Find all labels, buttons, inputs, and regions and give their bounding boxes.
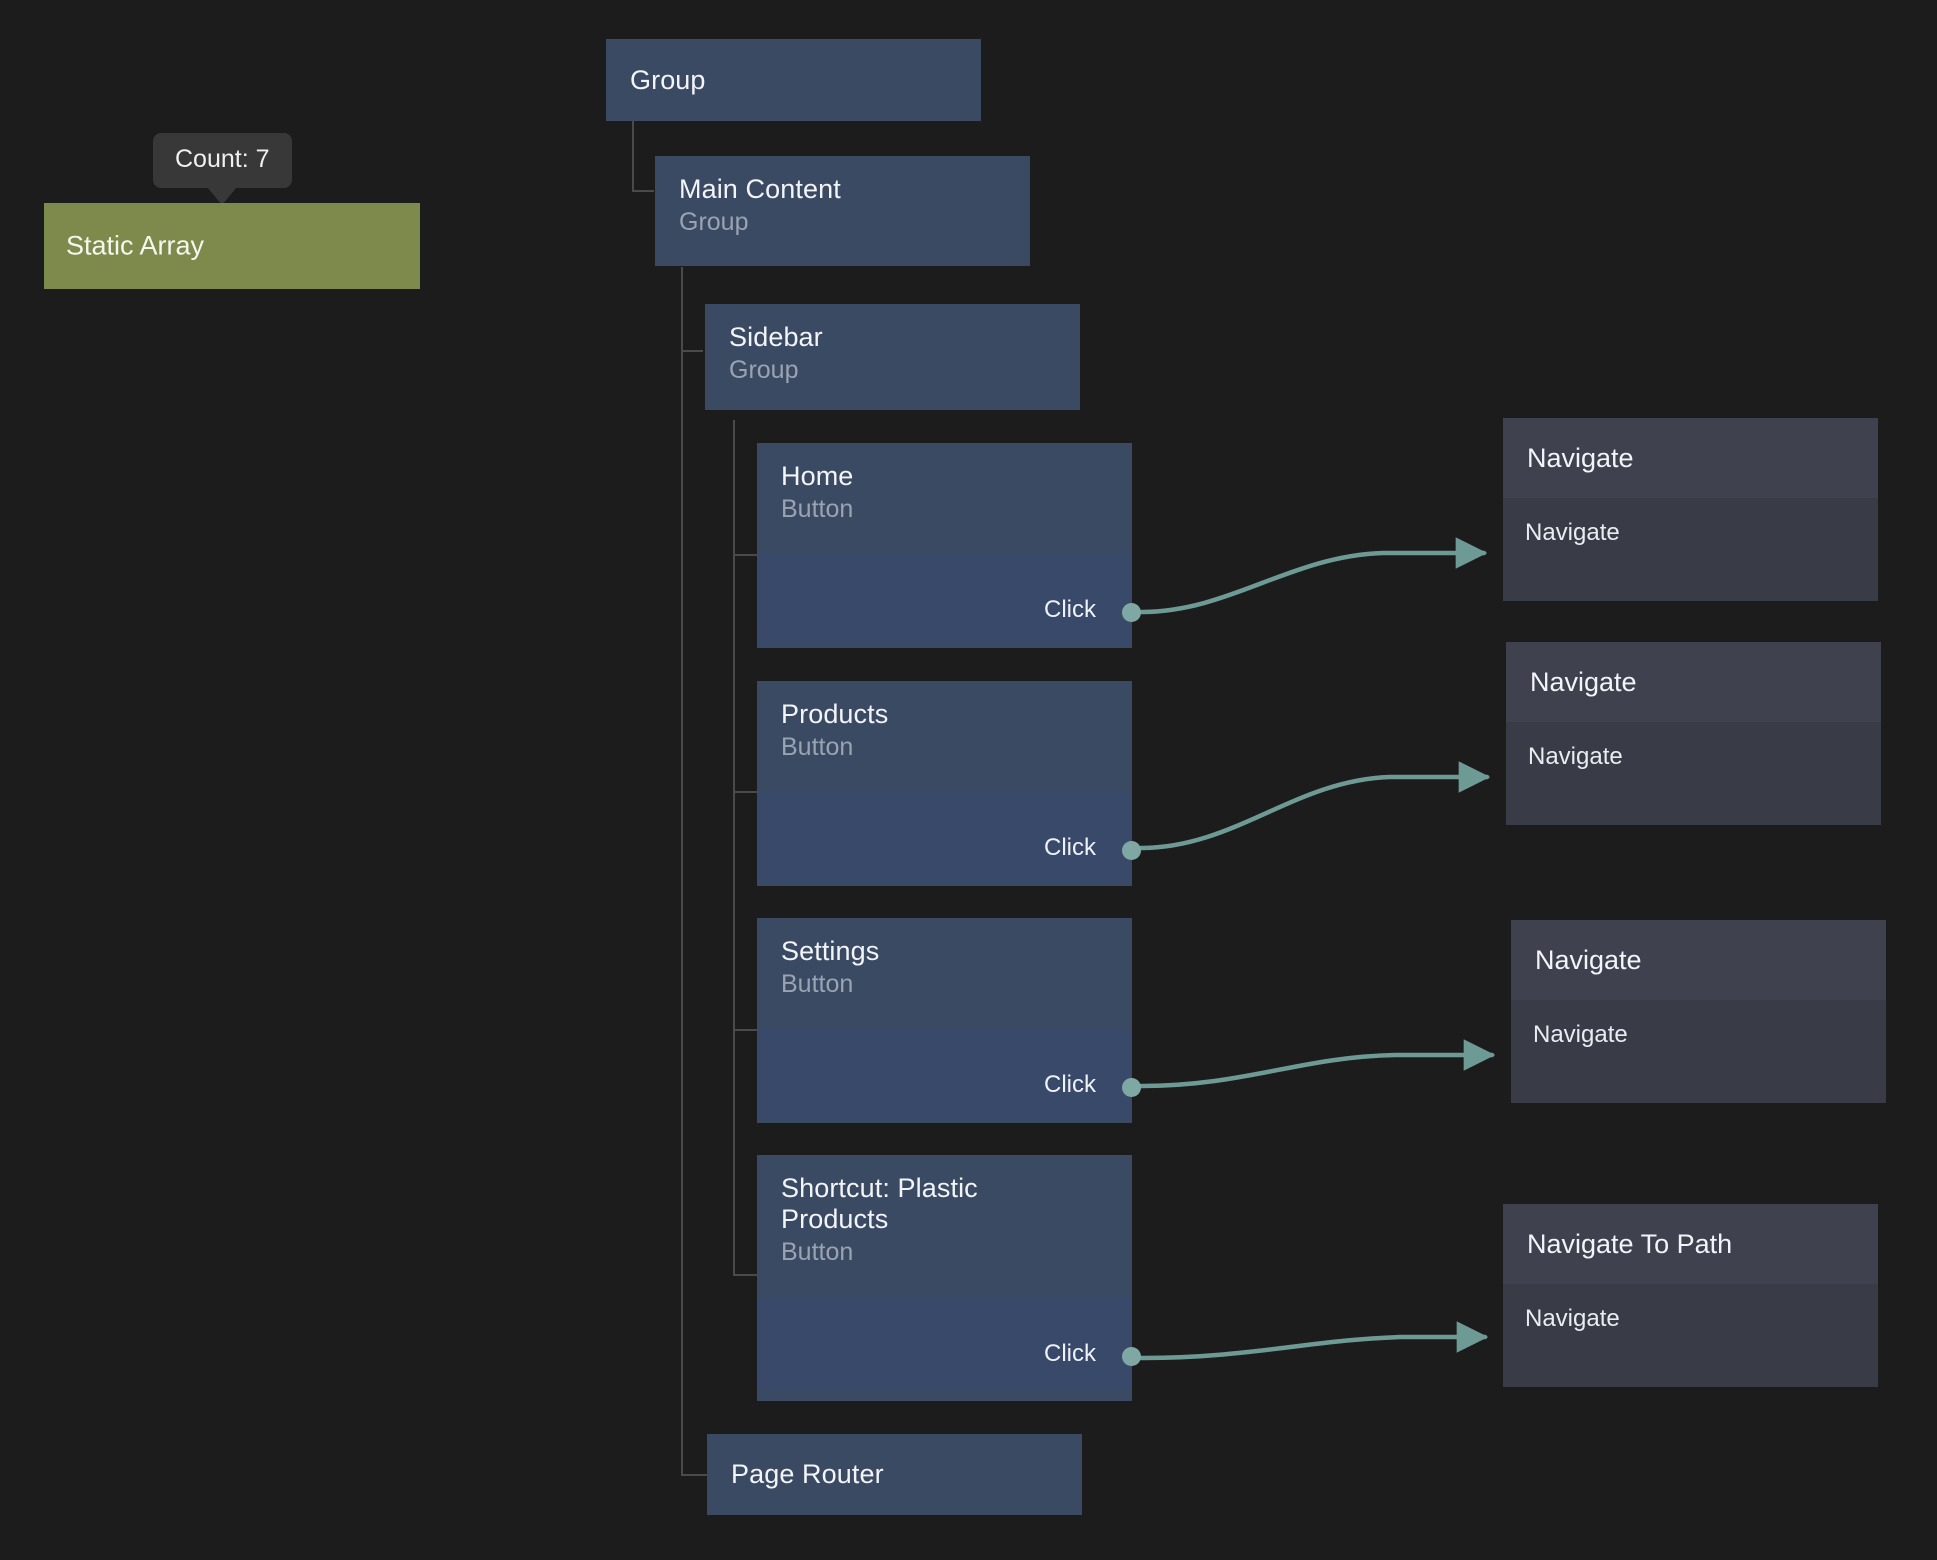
action-node-navigate-0-body: Navigate [1503,498,1878,601]
node-home-subtitle: Button [781,494,854,523]
node-page-router-title: Page Router [731,1459,884,1490]
node-main-content-subtitle: Group [679,207,749,236]
tooltip-text: Count: 7 [175,145,270,173]
node-settings[interactable]: Settings Button Click [757,918,1141,1123]
action-node-navigate-0-input-label: Navigate [1525,519,1620,546]
tree-line-home-horizontal [733,554,758,556]
edge-settings-to-navigate [1138,1039,1496,1089]
tree-line-shortcut-horizontal [733,1274,758,1276]
tree-line-router-horizontal [681,1474,708,1476]
action-node-navigate-2[interactable]: Navigate Navigate [1511,920,1886,1103]
edge-shortcut-to-navigate [1138,1321,1489,1361]
action-node-navigate-1[interactable]: Navigate Navigate [1506,642,1881,825]
node-shortcut-ports: Click [757,1297,1141,1390]
node-static-array[interactable]: Static Array [44,203,420,289]
node-products[interactable]: Products Button Click [757,681,1141,886]
tree-line-group-vertical [632,120,634,192]
action-node-navigate-1-header: Navigate [1506,642,1881,722]
edge-products-to-navigate [1138,761,1491,851]
node-group-title: Group [630,64,706,95]
node-products-header: Products Button [757,681,1132,778]
node-home-header: Home Button [757,443,1132,540]
node-products-port-click-dot[interactable] [1122,841,1141,861]
action-node-navigate-2-input-label: Navigate [1533,1021,1628,1048]
action-node-navigate-to-path[interactable]: Navigate To Path Navigate [1503,1204,1878,1387]
node-settings-subtitle: Button [781,969,854,998]
node-shortcut-title: Shortcut: Plastic Products [781,1173,978,1234]
tree-line-group-horizontal [632,190,654,192]
action-node-navigate-to-path-input-label: Navigate [1525,1305,1620,1332]
action-node-navigate-to-path-title: Navigate To Path [1527,1228,1733,1259]
node-home-port-click[interactable]: Click [757,554,1141,645]
action-node-navigate-to-path-body: Navigate [1503,1284,1878,1387]
node-settings-header: Settings Button [757,918,1132,1015]
node-group[interactable]: Group [606,39,981,121]
action-node-navigate-2-body: Navigate [1511,1000,1886,1103]
node-products-subtitle: Button [781,732,854,761]
node-page-router[interactable]: Page Router [707,1434,1082,1515]
action-node-navigate-0[interactable]: Navigate Navigate [1503,418,1878,601]
node-shortcut-plastic-products[interactable]: Shortcut: Plastic Products Button Click [757,1155,1141,1401]
action-node-navigate-0-header: Navigate [1503,418,1878,498]
node-shortcut-port-click[interactable]: Click [757,1297,1141,1389]
node-products-ports: Click [757,792,1141,884]
node-shortcut-port-click-dot[interactable] [1122,1347,1141,1367]
node-main-content[interactable]: Main Content Group [655,156,1030,266]
node-settings-title: Settings [781,936,880,966]
node-group-header: Group [606,39,981,121]
node-products-title: Products [781,699,889,729]
node-home-port-click-dot[interactable] [1122,603,1141,623]
action-node-navigate-2-title: Navigate [1535,944,1642,975]
node-shortcut-port-click-label: Click [1044,1340,1096,1368]
node-page-router-header: Page Router [707,1434,1082,1515]
node-shortcut-header: Shortcut: Plastic Products Button [757,1155,1132,1283]
node-sidebar-subtitle: Group [729,355,799,384]
action-node-navigate-1-body: Navigate [1506,722,1881,825]
node-main-content-header: Main Content Group [655,156,1030,253]
tree-line-main-vertical [681,267,683,352]
node-home[interactable]: Home Button Click [757,443,1141,648]
node-sidebar-header: Sidebar Group [705,304,1080,401]
action-node-navigate-2-header: Navigate [1511,920,1886,1000]
node-sidebar[interactable]: Sidebar Group [705,304,1080,410]
tree-line-settings-horizontal [733,1029,758,1031]
node-shortcut-subtitle: Button [781,1237,854,1266]
node-settings-port-click-label: Click [1044,1071,1096,1099]
node-home-title: Home [781,461,854,491]
node-home-ports: Click [757,554,1141,646]
tooltip-arrow-icon [207,187,238,205]
node-products-port-click-label: Click [1044,834,1096,862]
node-sidebar-title: Sidebar [729,322,823,352]
node-static-array-title: Static Array [66,230,205,261]
tree-line-main-horizontal [681,350,703,352]
node-main-content-title: Main Content [679,174,841,204]
action-node-navigate-1-input-label: Navigate [1528,743,1623,770]
action-node-navigate-to-path-header: Navigate To Path [1503,1204,1878,1284]
node-settings-port-click-dot[interactable] [1122,1078,1141,1098]
edge-home-to-navigate [1138,537,1488,615]
action-node-navigate-1-title: Navigate [1530,666,1637,697]
tree-line-sidebar-spine [681,352,683,1476]
node-products-port-click[interactable]: Click [757,792,1141,883]
count-tooltip: Count: 7 [153,133,292,205]
tree-line-buttons-spine [733,420,735,1276]
node-home-port-click-label: Click [1044,596,1096,624]
tree-line-products-horizontal [733,791,758,793]
node-settings-port-click[interactable]: Click [757,1029,1141,1120]
action-node-navigate-0-title: Navigate [1527,442,1634,473]
node-settings-ports: Click [757,1029,1141,1121]
